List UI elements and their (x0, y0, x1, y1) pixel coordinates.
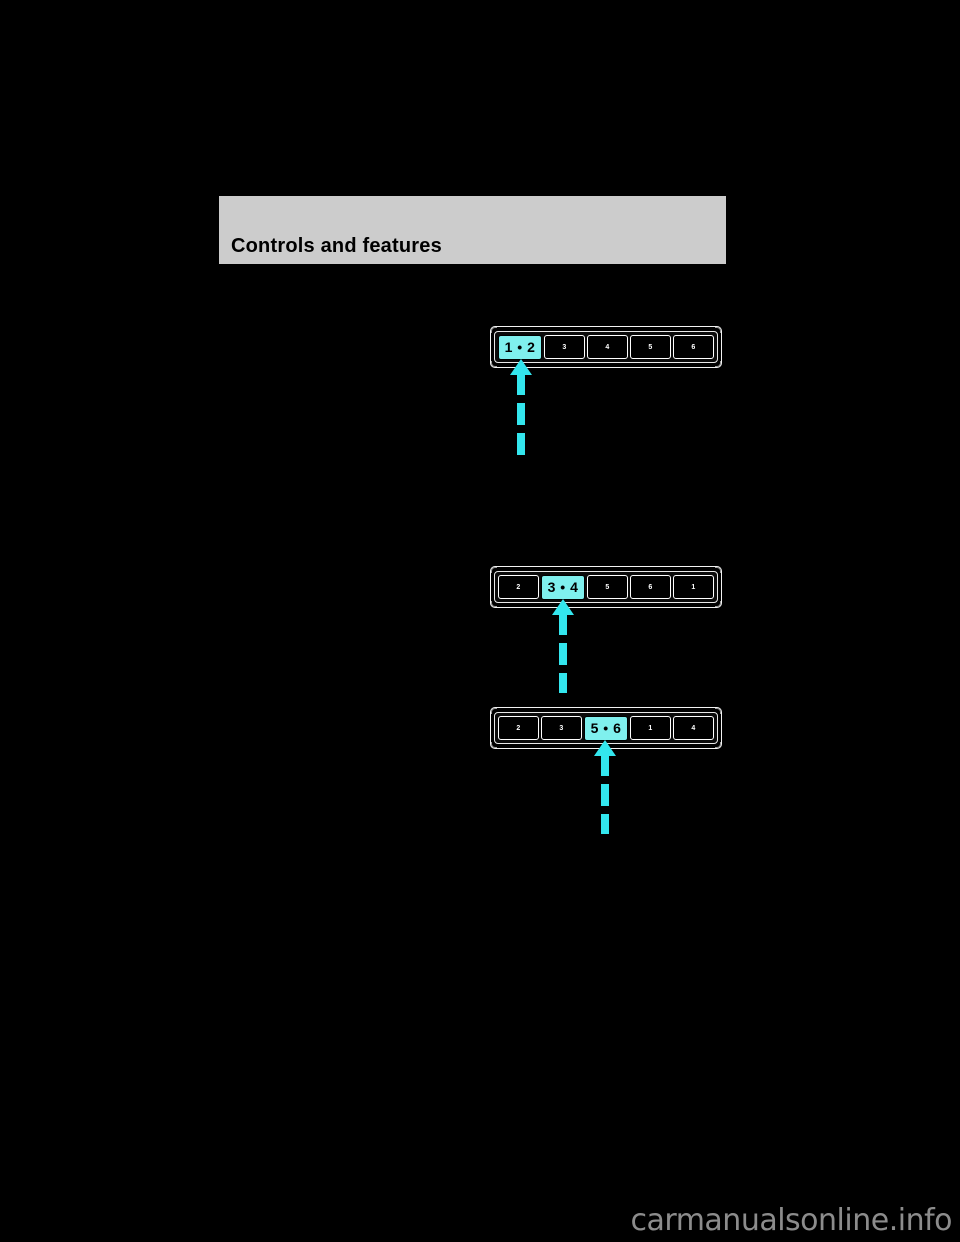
panel-key-row: 1 • 2 3 4 5 6 (494, 331, 718, 363)
preset-key[interactable]: 3 (544, 335, 585, 359)
arrow-up-icon (552, 599, 574, 615)
corner-tick-bottom-left (491, 601, 497, 607)
preset-key[interactable]: 3 (541, 716, 582, 740)
preset-key[interactable]: 4 (673, 716, 714, 740)
preset-key[interactable]: 5 (587, 575, 628, 599)
panel-key-row: 2 3 5 • 6 1 4 (494, 712, 718, 744)
callout-arrow-1 (510, 359, 532, 459)
corner-tick-top-left (491, 327, 497, 333)
preset-key[interactable]: 3 • 4 (541, 574, 585, 600)
page-title: Controls and features (231, 235, 442, 257)
corner-tick-bottom-right (715, 742, 721, 748)
arrow-up-icon (594, 740, 616, 756)
arrow-up-icon (510, 359, 532, 375)
preset-key[interactable]: 5 • 6 (584, 715, 628, 741)
corner-tick-top-left (491, 708, 497, 714)
corner-tick-bottom-left (491, 742, 497, 748)
corner-tick-top-left (491, 567, 497, 573)
preset-key[interactable]: 1 (673, 575, 714, 599)
arrow-shaft-dashed (559, 613, 567, 693)
arrow-shaft-dashed (517, 373, 525, 459)
preset-key[interactable]: 4 (587, 335, 628, 359)
preset-panel-3-4[interactable]: 2 3 • 4 5 6 1 (490, 566, 722, 608)
corner-tick-top-right (715, 708, 721, 714)
preset-key[interactable]: 2 (498, 575, 539, 599)
corner-tick-bottom-left (491, 361, 497, 367)
preset-key[interactable]: 6 (673, 335, 714, 359)
corner-tick-top-right (715, 567, 721, 573)
section-header-band: Controls and features (219, 196, 726, 264)
corner-tick-bottom-right (715, 601, 721, 607)
callout-arrow-3 (594, 740, 616, 835)
site-watermark: carmanualsonline.info (630, 1203, 953, 1238)
preset-panel-1-2[interactable]: 1 • 2 3 4 5 6 (490, 326, 722, 368)
corner-tick-top-right (715, 327, 721, 333)
preset-key[interactable]: 5 (630, 335, 671, 359)
panel-key-row: 2 3 • 4 5 6 1 (494, 571, 718, 603)
preset-key[interactable]: 6 (630, 575, 671, 599)
preset-key[interactable]: 2 (498, 716, 539, 740)
callout-arrow-2 (552, 599, 574, 694)
arrow-shaft-dashed (601, 754, 609, 834)
preset-panel-5-6[interactable]: 2 3 5 • 6 1 4 (490, 707, 722, 749)
preset-key[interactable]: 1 • 2 (498, 334, 542, 360)
preset-key[interactable]: 1 (630, 716, 671, 740)
corner-tick-bottom-right (715, 361, 721, 367)
